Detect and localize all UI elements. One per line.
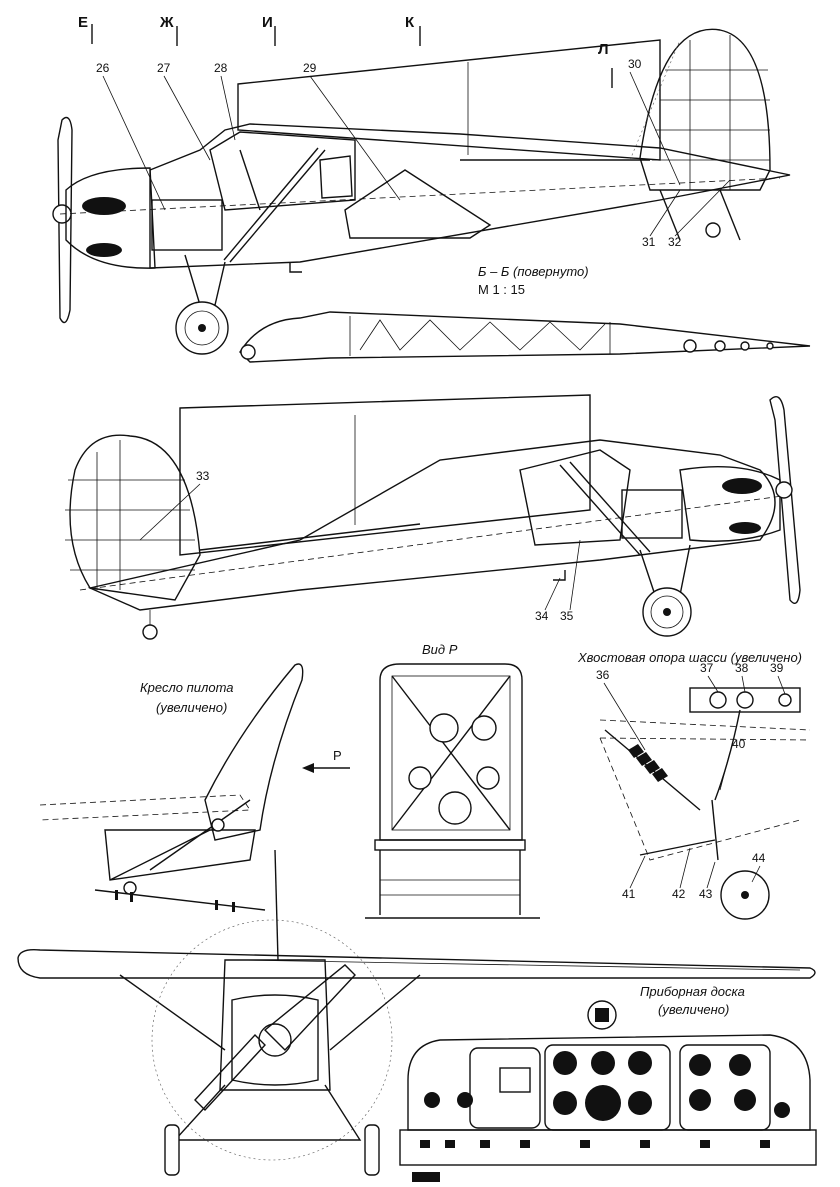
cowl-vent <box>82 197 126 215</box>
panel-face <box>407 1034 811 1131</box>
callout-30: 30 <box>628 57 642 71</box>
vertical-fin <box>69 434 201 601</box>
callouts-top: 26 27 28 29 30 31 32 <box>96 57 731 249</box>
propeller-blade <box>263 964 356 1052</box>
callout-32: 32 <box>668 235 682 249</box>
side-view-right <box>65 394 801 640</box>
section-mark-l: Л <box>598 41 609 58</box>
propeller-blade <box>57 116 73 324</box>
main-wheel <box>364 1124 380 1176</box>
view-arrow-p: Р <box>302 748 350 773</box>
callout-26: 26 <box>96 61 110 75</box>
callout-43: 43 <box>699 887 713 901</box>
callout-27: 27 <box>157 61 171 75</box>
callout-44: 44 <box>752 851 766 865</box>
panel-caption-2: (увеличено) <box>658 1002 729 1017</box>
tail-wheel <box>705 222 721 238</box>
wing-front <box>17 948 816 979</box>
tailwheel-detail: Хвостовая опора шасси (увеличено) <box>577 650 811 920</box>
spinner <box>775 481 793 499</box>
cowl-vent <box>86 243 122 257</box>
seat-back-frame <box>379 663 523 841</box>
propeller-blade <box>769 396 801 604</box>
front-view <box>17 849 816 1176</box>
section-mark-k: К <box>405 14 415 31</box>
section-marks: Е Ж И К Л <box>78 14 613 88</box>
section-mark-e: Е <box>78 14 88 31</box>
seat-view-p: Вид Р <box>365 642 540 919</box>
seat-back <box>204 663 304 841</box>
callouts-mid: 33 34 35 <box>139 469 581 623</box>
wing-outline <box>237 39 661 161</box>
propeller-blade <box>194 1033 266 1112</box>
seat-caption-1: Кресло пилота <box>140 680 234 695</box>
pilot-seat: Кресло пилота (увеличено) <box>39 663 304 912</box>
fin-ribs <box>652 35 770 190</box>
seat-pan <box>104 829 256 881</box>
fuselage-front <box>219 959 331 1091</box>
callout-36: 36 <box>596 668 610 682</box>
wing-section <box>239 311 811 363</box>
section-mark-zh: Ж <box>159 14 174 31</box>
callout-34: 34 <box>535 609 549 623</box>
callout-38: 38 <box>735 661 749 675</box>
callout-39: 39 <box>770 661 784 675</box>
section-mark-i: И <box>262 14 273 31</box>
callout-42: 42 <box>672 887 686 901</box>
tailwheel-caption: Хвостовая опора шасси (увеличено) <box>577 650 802 665</box>
view-p-title: Вид Р <box>422 642 458 657</box>
fuselage-outline <box>149 123 791 269</box>
cowl-vent <box>729 522 761 534</box>
callout-28: 28 <box>214 61 228 75</box>
cabin-window <box>519 449 631 546</box>
instrument-panel: Приборная доска (увеличено) <box>399 984 817 1182</box>
cowl-panel <box>151 199 223 251</box>
callouts-tail: 36 37 38 39 40 41 42 43 44 <box>596 661 786 901</box>
tail-wheel <box>142 624 158 640</box>
fin-ribs <box>65 440 195 590</box>
panel-caption-1: Приборная доска <box>640 984 745 999</box>
main-wheel <box>164 1124 180 1176</box>
callout-40: 40 <box>732 737 746 751</box>
fuselage-axis <box>59 177 781 215</box>
cabin-window <box>209 131 356 211</box>
cowl-panel <box>621 489 683 539</box>
callout-35: 35 <box>560 609 574 623</box>
side-view-left <box>52 28 791 355</box>
vertical-fin <box>639 28 771 191</box>
section-bb-scale: М 1 : 15 <box>478 282 525 297</box>
fuselage-panel-29 <box>344 169 492 239</box>
seat-caption-2: (увеличено) <box>156 700 227 715</box>
wing-outline <box>179 394 591 556</box>
callout-37: 37 <box>700 661 714 675</box>
section-bb: Б – Б (повернуто) М 1 : 15 <box>239 264 811 363</box>
gauges <box>424 1051 790 1121</box>
callout-41: 41 <box>622 887 636 901</box>
callout-31: 31 <box>642 235 656 249</box>
arrow-p-label: Р <box>333 748 342 763</box>
tail-bracket <box>689 687 801 713</box>
cowl-vent <box>722 478 762 494</box>
section-bb-title: Б – Б (повернуто) <box>478 264 589 279</box>
callout-29: 29 <box>303 61 317 75</box>
callout-33: 33 <box>196 469 210 483</box>
engine-cowling <box>679 465 781 542</box>
fuselage-outline <box>87 439 776 611</box>
